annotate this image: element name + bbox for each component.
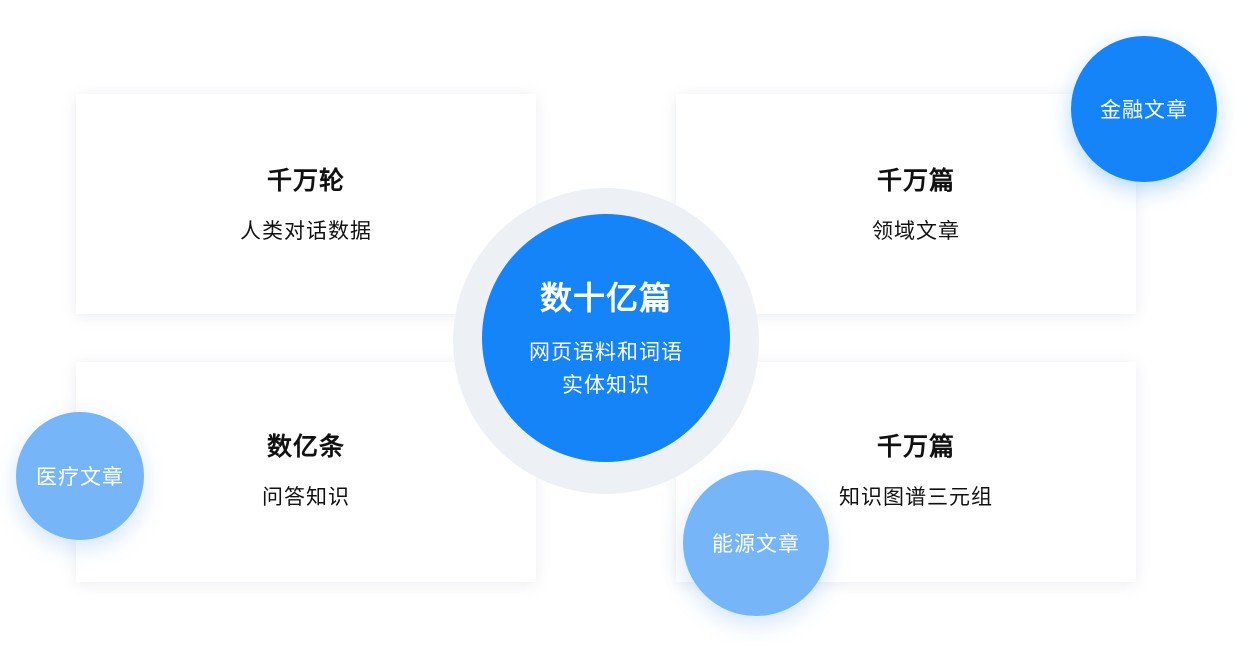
bubble-energy-articles: 能源文章 [683, 470, 829, 616]
card-title: 数亿条 [266, 432, 345, 461]
card-content: 数亿条 问答知识 [156, 430, 456, 512]
card-qa-knowledge: 数亿条 问答知识 [76, 362, 536, 582]
card-subtitle: 人类对话数据 [240, 219, 372, 243]
center-title: 数十亿篇 [539, 279, 672, 317]
card-subtitle: 问答知识 [262, 485, 350, 509]
card-title: 千万轮 [266, 166, 345, 195]
card-content: 千万篇 领域文章 [766, 164, 1066, 246]
bubble-finance-articles: 金融文章 [1071, 36, 1217, 182]
bubble-medical-articles: 医疗文章 [16, 412, 144, 540]
center-line-1: 网页语料和词语 [529, 340, 683, 364]
center-line-2: 实体知识 [562, 373, 650, 397]
card-content: 千万轮 人类对话数据 [156, 164, 456, 246]
card-title: 千万篇 [876, 432, 955, 461]
card-domain-articles: 千万篇 领域文章 [676, 94, 1136, 314]
card-content: 千万篇 知识图谱三元组 [766, 430, 1066, 512]
card-title: 千万篇 [876, 166, 955, 195]
card-subtitle: 知识图谱三元组 [839, 485, 993, 509]
card-conversation-data: 千万轮 人类对话数据 [76, 94, 536, 314]
card-subtitle: 领域文章 [872, 219, 960, 243]
center-circle: 数十亿篇 网页语料和词语 实体知识 [482, 214, 730, 462]
